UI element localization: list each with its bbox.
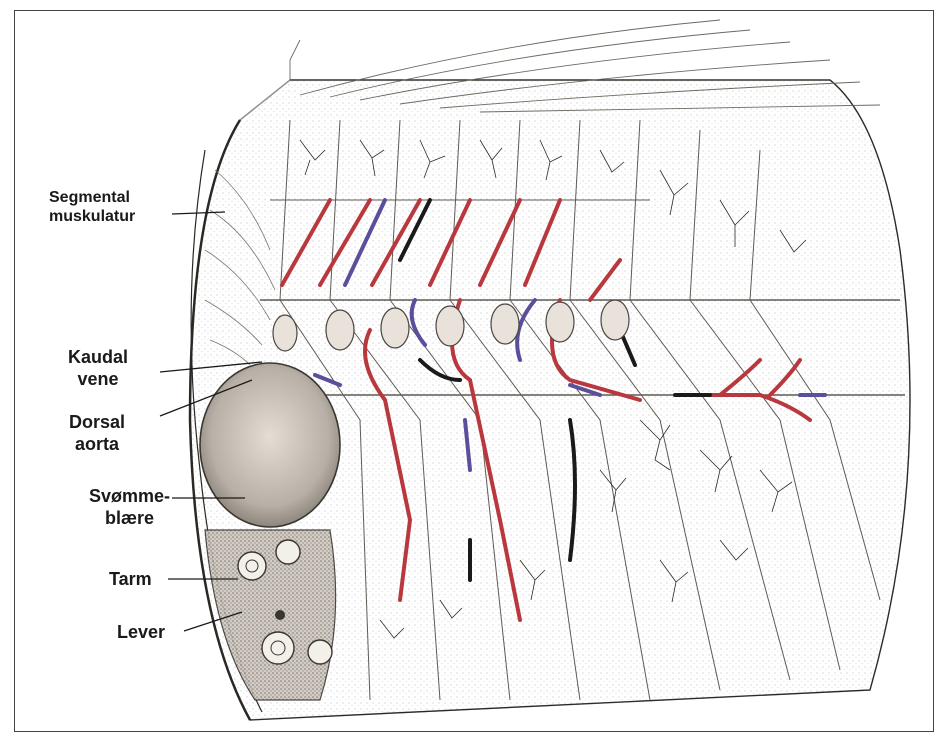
- intestine-section: [276, 540, 300, 564]
- label-line: Svømme-: [89, 485, 170, 507]
- label-lever: Lever: [117, 621, 165, 643]
- label-line: Kaudal: [68, 346, 128, 368]
- label-line: Lever: [117, 621, 165, 643]
- label-line: vene: [68, 368, 128, 390]
- swim-bladder: [200, 363, 340, 527]
- label-tarm: Tarm: [109, 568, 152, 590]
- label-kaudal-vene: Kaudal vene: [68, 346, 128, 390]
- label-line: muskulatur: [49, 207, 135, 226]
- label-line: Dorsal: [69, 411, 125, 433]
- label-line: Segmental: [49, 188, 135, 207]
- label-line: Tarm: [109, 568, 152, 590]
- label-svomme-blaere: Svømme- blære: [89, 485, 170, 529]
- intestine-section: [238, 552, 266, 580]
- liver-section: [262, 632, 294, 664]
- label-line: aorta: [69, 433, 125, 455]
- label-dorsal-aorta: Dorsal aorta: [69, 411, 125, 455]
- label-line: blære: [89, 507, 170, 529]
- label-segmental-muskulatur: Segmental muskulatur: [49, 188, 135, 226]
- visceral-cavity: [205, 530, 336, 700]
